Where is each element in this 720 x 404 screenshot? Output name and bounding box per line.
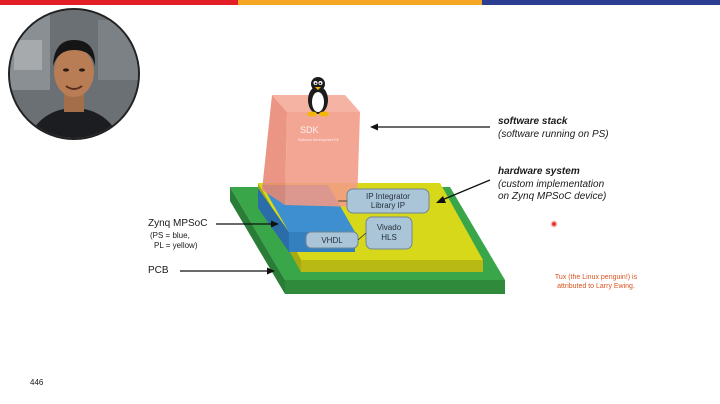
sdk-sublabel: Software Development Kit [298, 138, 338, 142]
pointer-marker [550, 220, 558, 228]
tux-credit-line1: Tux (the Linux penguin!) is [554, 274, 638, 281]
arrowhead-software-stack [370, 123, 378, 131]
vivado-hls-line2: HLS [381, 233, 397, 242]
vivado-hls-line1: Vivado [377, 223, 402, 232]
zynq-mpsoc-label: Zynq MPSoC [148, 218, 208, 229]
pcb-label: PCB [148, 265, 169, 276]
ip-integrator-line2: Library IP [371, 201, 405, 210]
ip-integrator-block: IP Integrator Library IP [346, 188, 430, 214]
top-bar-red-segment [0, 0, 238, 5]
sdk-label: SDK [300, 125, 319, 135]
hardware-system-title: hardware system [498, 166, 580, 177]
software-stack-cube [262, 95, 360, 207]
arrowhead-pcb [267, 267, 275, 275]
tux-credit: Tux (the Linux penguin!) is attributed t… [550, 273, 642, 291]
arrowhead-zynq [271, 220, 279, 228]
vhdl-block: VHDL [305, 231, 359, 249]
annotation-arrows [180, 123, 491, 275]
arrow-hardware-system [441, 179, 491, 201]
top-color-bar [0, 0, 720, 5]
zynq-note-line1: (PS = blue, [150, 231, 190, 240]
software-stack-title: software stack [498, 116, 568, 127]
presenter-webcam [8, 8, 140, 140]
tux-credit-line2: attributed to Larry Ewing. [557, 283, 635, 290]
ip-integrator-line1: IP Integrator [366, 192, 410, 201]
block-connectors [338, 200, 367, 241]
page-number: 446 [30, 378, 44, 387]
zynq-note-line2: PL = yellow) [154, 241, 198, 250]
hardware-system-subtitle-line2: on Zynq MPSoC device) [498, 191, 607, 202]
top-bar-orange-segment [238, 0, 482, 5]
vhdl-label: VHDL [321, 236, 343, 245]
presenter-avatar [10, 10, 138, 138]
hardware-system-subtitle-line1: (custom implementation [498, 179, 605, 190]
top-bar-blue-segment [482, 0, 720, 5]
arrowhead-hardware-system [436, 196, 446, 203]
vivado-hls-block: Vivado HLS [365, 216, 413, 250]
software-stack-subtitle: (software running on PS) [498, 129, 609, 140]
tux-penguin-icon [307, 77, 329, 117]
